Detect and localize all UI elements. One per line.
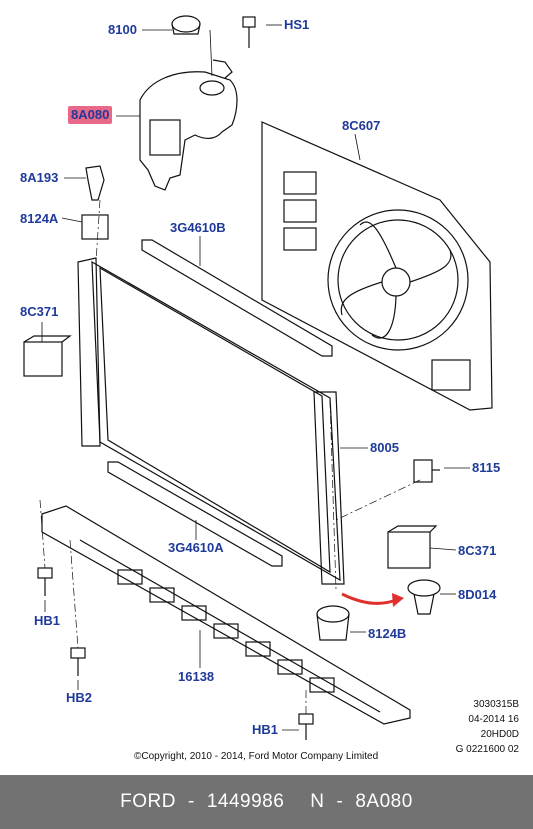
footer-separator-2: - xyxy=(336,791,344,812)
footer-number: 1449986 xyxy=(206,791,285,812)
label-hs1-top[interactable]: HS1 xyxy=(284,17,310,32)
label-8d014[interactable]: 8D014 xyxy=(458,587,497,602)
expansion-tank[interactable] xyxy=(139,59,238,191)
reference-line-1: 3030315B xyxy=(473,699,519,710)
label-hb1-left[interactable]: HB1 xyxy=(34,613,61,628)
label-8115[interactable]: 8115 xyxy=(472,460,501,475)
mount-8124b[interactable] xyxy=(316,605,350,641)
radiator[interactable] xyxy=(77,257,345,585)
footer-separator-1: - xyxy=(188,791,195,812)
label-8124b[interactable]: 8124B xyxy=(368,626,407,641)
sensor-8115[interactable] xyxy=(413,459,440,483)
fan-shroud[interactable] xyxy=(261,121,493,411)
label-3g4610b[interactable]: 3G4610B xyxy=(170,220,226,235)
label-3g4610a[interactable]: 3G4610A xyxy=(168,540,224,555)
clip-8d014[interactable] xyxy=(407,579,441,615)
label-hb2[interactable]: HB2 xyxy=(66,690,93,705)
reference-line-3: 20HD0D xyxy=(480,729,519,740)
footer-part-code: 8A080 xyxy=(355,791,413,812)
reference-line-2: 04-2014 16 xyxy=(468,714,519,725)
label-8c371-right[interactable]: 8C371 xyxy=(458,543,497,558)
sensor-8a193[interactable] xyxy=(85,165,105,201)
copyright-notice: ©Copyright, 2010 - 2014, Ford Motor Comp… xyxy=(134,751,379,762)
footer-brand: FORD xyxy=(120,791,176,812)
indicator-arrow xyxy=(341,592,404,607)
footer-part-prefix: N xyxy=(310,791,325,812)
seal-3g4610a[interactable] xyxy=(107,461,283,567)
bracket-8c371-left[interactable] xyxy=(23,335,72,377)
parts-diagram: 8100 HS1 8A080 8C607 8A193 8124A 3G4610B… xyxy=(20,15,519,762)
reference-line-4: G 0221600 02 xyxy=(455,744,519,755)
bolt-hb1-bottom[interactable] xyxy=(298,713,314,740)
seal-3g4610b[interactable] xyxy=(141,239,333,357)
label-8a080-highlighted[interactable]: 8A080 xyxy=(68,106,113,124)
label-8124a[interactable]: 8124A xyxy=(20,211,59,226)
bolt-hb2[interactable] xyxy=(70,647,86,676)
leader-lines xyxy=(41,24,470,731)
label-8c607[interactable]: 8C607 xyxy=(342,118,381,133)
label-8005[interactable]: 8005 xyxy=(370,440,399,455)
screw-hs1-top[interactable] xyxy=(242,16,256,48)
label-8100[interactable]: 8100 xyxy=(108,22,137,37)
label-hb1-bottom[interactable]: HB1 xyxy=(252,722,279,737)
diagram-drawing xyxy=(23,15,493,740)
bracket-8c371-right[interactable] xyxy=(387,525,438,569)
lower-support-16138[interactable] xyxy=(41,505,411,725)
label-8c371-left[interactable]: 8C371 xyxy=(20,304,59,319)
label-8a193[interactable]: 8A193 xyxy=(20,170,59,185)
bracket-8124a[interactable] xyxy=(81,214,109,240)
label-16138[interactable]: 16138 xyxy=(178,669,215,684)
center-lines xyxy=(39,199,421,714)
bolt-hb1-left[interactable] xyxy=(37,567,53,596)
pressure-cap[interactable] xyxy=(171,15,201,35)
